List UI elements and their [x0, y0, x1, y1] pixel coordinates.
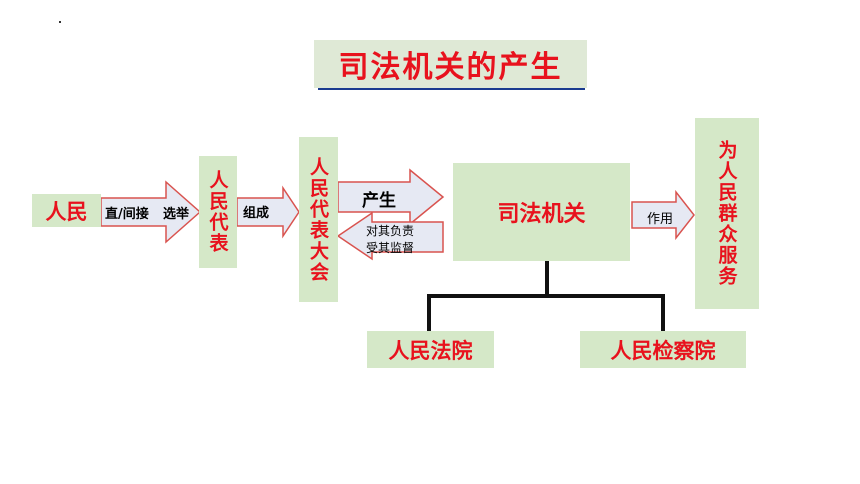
node-judicial: 司法机关	[453, 163, 630, 261]
node-deputies: 人民代表	[199, 156, 237, 268]
node-court-label: 人民法院	[388, 338, 473, 363]
arrow-compose	[236, 185, 300, 239]
edge-compose: 组成	[243, 206, 270, 221]
diagram-title: 司法机关的产生	[314, 40, 587, 88]
edge-responsible: 对其负责	[366, 224, 415, 238]
node-procuratorate: 人民检察院	[580, 331, 746, 368]
edge-elect-method: 直/间接	[105, 207, 149, 222]
arrow-produce	[337, 168, 445, 226]
dot-mark	[59, 21, 61, 23]
edge-produce: 产生	[362, 191, 396, 211]
node-procuratorate-label: 人民检察院	[610, 338, 716, 363]
arrow-elect	[100, 180, 202, 244]
node-judicial-label: 司法机关	[497, 202, 586, 227]
title-underline	[318, 88, 585, 90]
node-people: 人民	[32, 194, 101, 227]
arrow-responsible	[336, 211, 444, 261]
node-serve-label: 为人民群众服务	[715, 140, 738, 287]
edge-elect: 选举	[163, 207, 190, 222]
arrow-function	[631, 189, 695, 241]
node-serve: 为人民群众服务	[695, 118, 759, 309]
edge-function: 作用	[647, 212, 674, 227]
node-congress: 人民代表大会	[299, 137, 338, 302]
node-court: 人民法院	[367, 331, 494, 368]
node-congress-label: 人民代表大会	[307, 156, 329, 283]
node-deputies-label: 人民代表	[206, 170, 229, 254]
node-people-label: 人民	[45, 199, 88, 224]
edge-supervised: 受其监督	[366, 241, 415, 255]
